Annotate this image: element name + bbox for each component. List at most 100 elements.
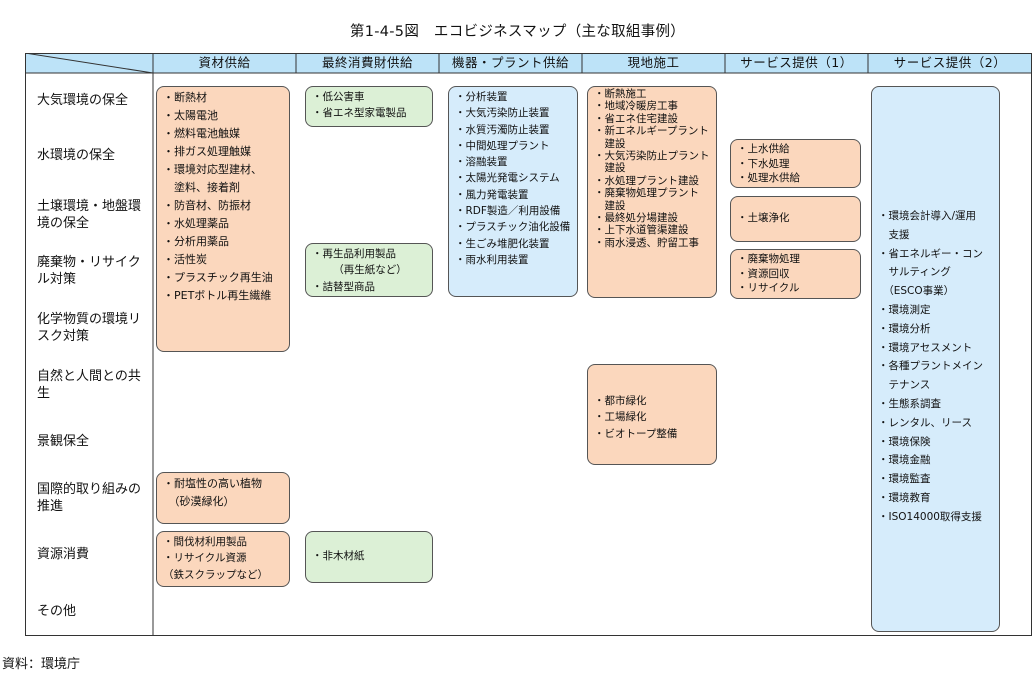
row-label: その他 <box>37 603 77 619</box>
box-item: 建設 <box>594 162 626 175</box>
box-item: ・上水供給 <box>737 143 790 155</box>
box-item: ・雨水浸透、貯留工事 <box>594 236 699 249</box>
box-item: ・レンタル、リース <box>878 416 972 429</box>
box-item: ・省エネ型家電製品 <box>312 107 407 120</box>
box-item: ・ISO14000取得支援 <box>878 510 982 523</box>
box-item: ・分析用薬品 <box>163 235 229 248</box>
column-header: サービス提供（1） <box>740 55 853 70</box>
row-label: 廃棄物・リサイクル対策 <box>37 255 141 287</box>
box-item: ・環境対応型建材、 <box>163 163 262 176</box>
box-item: ・プラスチック油化設備 <box>455 221 571 234</box>
box-item: ・生態系調査 <box>878 397 941 410</box>
box-item: 建設 <box>594 199 626 212</box>
box-item: ・環境分析 <box>878 322 931 335</box>
box-item: ・水処理プラント建設 <box>594 174 699 187</box>
box-item: ・燃料電池触媒 <box>163 127 240 140</box>
row-label: 国際的取り組みの推進 <box>37 482 142 514</box>
box-item: 支援 <box>878 228 910 241</box>
corner-diagonal <box>25 53 154 74</box>
box-service1-water: ・上水供給 ・下水処理 ・処理水供給 <box>730 139 861 188</box>
box-item: ・非木材紙 <box>312 550 365 562</box>
box-item: ・太陽光発電システム <box>455 172 560 185</box>
box-item: ・排ガス処理触媒 <box>163 145 251 158</box>
eco-business-map: 資材供給 最終消費財供給 機器・プラント供給 現地施工 サービス提供（1） サー… <box>25 53 1032 636</box>
header-band <box>25 53 1032 73</box>
box-item: テナンス <box>878 379 931 392</box>
box-item: ・防音材、防振材 <box>163 199 251 212</box>
column-header: サービス提供（2） <box>893 55 1007 70</box>
grid-lines <box>25 53 1032 636</box>
box-item: ・太陽電池 <box>163 109 218 122</box>
box-item: ・土壌浄化 <box>737 212 790 224</box>
box-item: （再生紙など） <box>333 264 407 277</box>
box-consumer-air: ・低公害車 ・省エネ型家電製品 <box>305 86 433 127</box>
box-item: ・環境測定 <box>878 303 931 316</box>
box-item: ・都市緑化 <box>594 395 647 407</box>
box-materials-main: ・断熱材 ・太陽電池 ・燃料電池触媒 ・排ガス処理触媒 ・環境対応型建材、 塗料… <box>156 86 290 352</box>
box-service1-soil: ・土壌浄化 <box>730 196 861 242</box>
box-item: ・中間処理プラント <box>455 139 550 152</box>
box-service2: ・環境会計導入/運用 支援 ・省エネルギー・コン サルティング （ESCO事業）… <box>871 86 1000 632</box>
box-item: ・上下水道管渠建設 <box>594 224 689 237</box>
box-item: ・工場緑化 <box>594 411 647 424</box>
row-label: 土壌環境・地盤環境の保全 <box>37 199 142 231</box>
box-item: ・PETボトル再生繊維 <box>163 289 272 302</box>
box-item: ・大気汚染防止プラント <box>594 150 710 163</box>
page-title: 第1-4-5図 エコビジネスマップ（主な取組事例） <box>349 24 686 40</box>
box-item: ・低公害車 <box>312 91 365 103</box>
box-item: ・環境会計導入/運用 <box>878 210 977 222</box>
row-label: 大気環境の保全 <box>37 92 129 108</box>
box-construction-nature: ・都市緑化 ・工場緑化 ・ビオトープ整備 <box>587 364 717 465</box>
box-item: ・環境アセスメント <box>878 341 973 354</box>
box-item: ・省エネルギー・コン <box>878 247 983 260</box>
box-item: ・詰替型商品 <box>312 280 375 293</box>
box-item: ・溶融装置 <box>455 156 508 169</box>
box-item: ・リサイクル <box>737 282 800 294</box>
box-item: ・耐塩性の高い植物 <box>163 477 262 490</box>
box-item: ・RDF製造／利用設備 <box>455 205 561 218</box>
box-item: ・各種プラントメイン <box>878 360 983 373</box>
box-equipment: ・分析装置 ・大気汚染防止装置 ・水質汚濁防止装置 ・中間処理プラント ・溶融装… <box>448 86 578 297</box>
box-item: ・廃棄物処理 <box>737 253 800 265</box>
row-label: 水環境の保全 <box>37 147 116 163</box>
box-item: ・新エネルギープラント <box>594 125 709 138</box>
box-item: ・処理水供給 <box>737 172 800 184</box>
box-item: ・風力発電装置 <box>455 188 529 201</box>
box-item: 塗料、接着剤 <box>163 181 240 194</box>
box-item: ・リサイクル資源 <box>163 552 247 565</box>
box-item: ・環境金融 <box>878 454 931 467</box>
box-item: （鉄スクラップなど） <box>163 568 268 581</box>
row-label: 自然と人間との共生 <box>37 369 141 401</box>
box-item: ・プラスチック再生油 <box>163 271 273 284</box>
box-item: ・断熱材 <box>163 91 207 104</box>
box-item: ・地域冷暖房工事 <box>594 100 678 113</box>
row-label: 化学物質の環境リスク対策 <box>37 312 142 344</box>
box-item: 建設 <box>594 137 626 150</box>
column-header: 最終消費財供給 <box>321 55 413 70</box>
box-consumer-recycle: ・再生品利用製品 （再生紙など） ・詰替型商品 <box>305 243 433 297</box>
box-item: ・最終処分場建設 <box>594 212 678 225</box>
box-item: ・大気汚染防止装置 <box>455 107 550 120</box>
row-label: 資源消費 <box>37 546 90 562</box>
box-item: ・分析装置 <box>455 91 508 103</box>
box-item: ・環境保険 <box>878 435 931 448</box>
box-construction-main: ・断熱施工 ・地域冷暖房工事 ・省エネ住宅建設 ・新エネルギープラント 建設 ・… <box>587 86 717 298</box>
box-item: ・生ごみ堆肥化装置 <box>455 237 550 250</box>
box-item: ・資源回収 <box>737 267 790 280</box>
box-item: ・廃棄物処理プラント <box>594 187 699 200</box>
box-item: ・ビオトープ整備 <box>594 427 678 440</box>
box-consumer-resource: ・非木材紙 <box>305 531 433 583</box>
column-header: 現地施工 <box>627 55 680 70</box>
box-item: ・環境教育 <box>878 491 931 504</box>
box-item: ・水処理薬品 <box>163 217 229 230</box>
box-item: ・環境監査 <box>878 473 931 486</box>
box-materials-resource: ・間伐材利用製品 ・リサイクル資源 （鉄スクラップなど） <box>156 531 290 587</box>
box-item: ・断熱施工 <box>594 88 647 100</box>
box-item: ・活性炭 <box>163 253 207 266</box>
box-item: （砂漠緑化） <box>163 495 235 508</box>
box-materials-intl: ・耐塩性の高い植物 （砂漠緑化） <box>156 472 290 524</box>
row-label: 景観保全 <box>37 433 90 449</box>
box-item: ・下水処理 <box>737 157 790 170</box>
box-item: ・水質汚濁防止装置 <box>455 123 550 136</box>
box-item: サルティング <box>878 266 951 279</box>
